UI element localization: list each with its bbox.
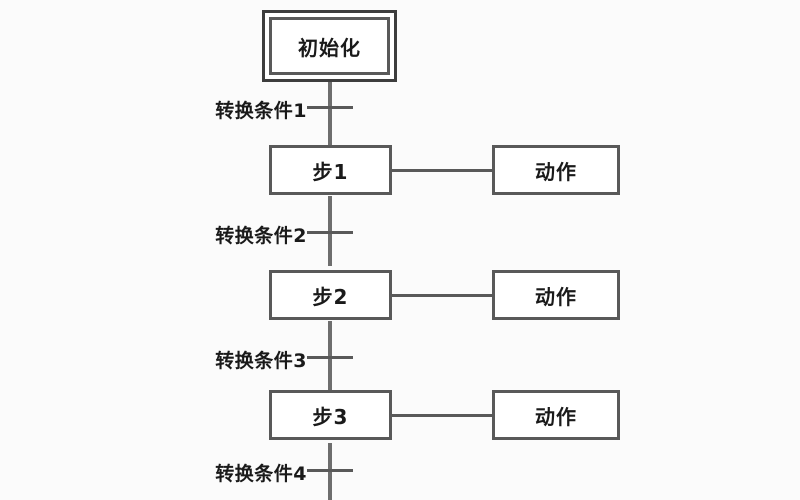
step-box-2[interactable]: 步2 <box>269 270 392 320</box>
initial-step-label: 初始化 <box>298 35 361 60</box>
transition-label-4: 转换条件4 <box>215 463 307 485</box>
step-label-3: 步3 <box>312 404 349 429</box>
step-label-2: 步2 <box>312 284 349 309</box>
transition-label-3: 转换条件3 <box>215 350 307 372</box>
transition-tick-4 <box>307 469 353 472</box>
action-box-1[interactable]: 动作 <box>492 145 620 195</box>
transition-label-1: 转换条件1 <box>215 100 307 122</box>
step-label-1: 步1 <box>312 159 349 184</box>
action-box-2[interactable]: 动作 <box>492 270 620 320</box>
action-label-3: 动作 <box>535 404 577 429</box>
transition-tick-2 <box>307 231 353 234</box>
step2-action-connector <box>392 294 492 297</box>
flow-line-t1-to-step1 <box>328 107 332 147</box>
action-label-2: 动作 <box>535 284 577 309</box>
transition-tick-1 <box>307 106 353 109</box>
initial-step-inner-frame: 初始化 <box>269 17 390 75</box>
action-label-1: 动作 <box>535 159 577 184</box>
step-box-1[interactable]: 步1 <box>269 145 392 195</box>
step3-action-connector <box>392 414 492 417</box>
initial-step-box[interactable]: 初始化 <box>262 10 397 82</box>
action-box-3[interactable]: 动作 <box>492 390 620 440</box>
transition-label-2: 转换条件2 <box>215 225 307 247</box>
step-box-3[interactable]: 步3 <box>269 390 392 440</box>
transition-tick-3 <box>307 356 353 359</box>
step1-action-connector <box>392 169 492 172</box>
